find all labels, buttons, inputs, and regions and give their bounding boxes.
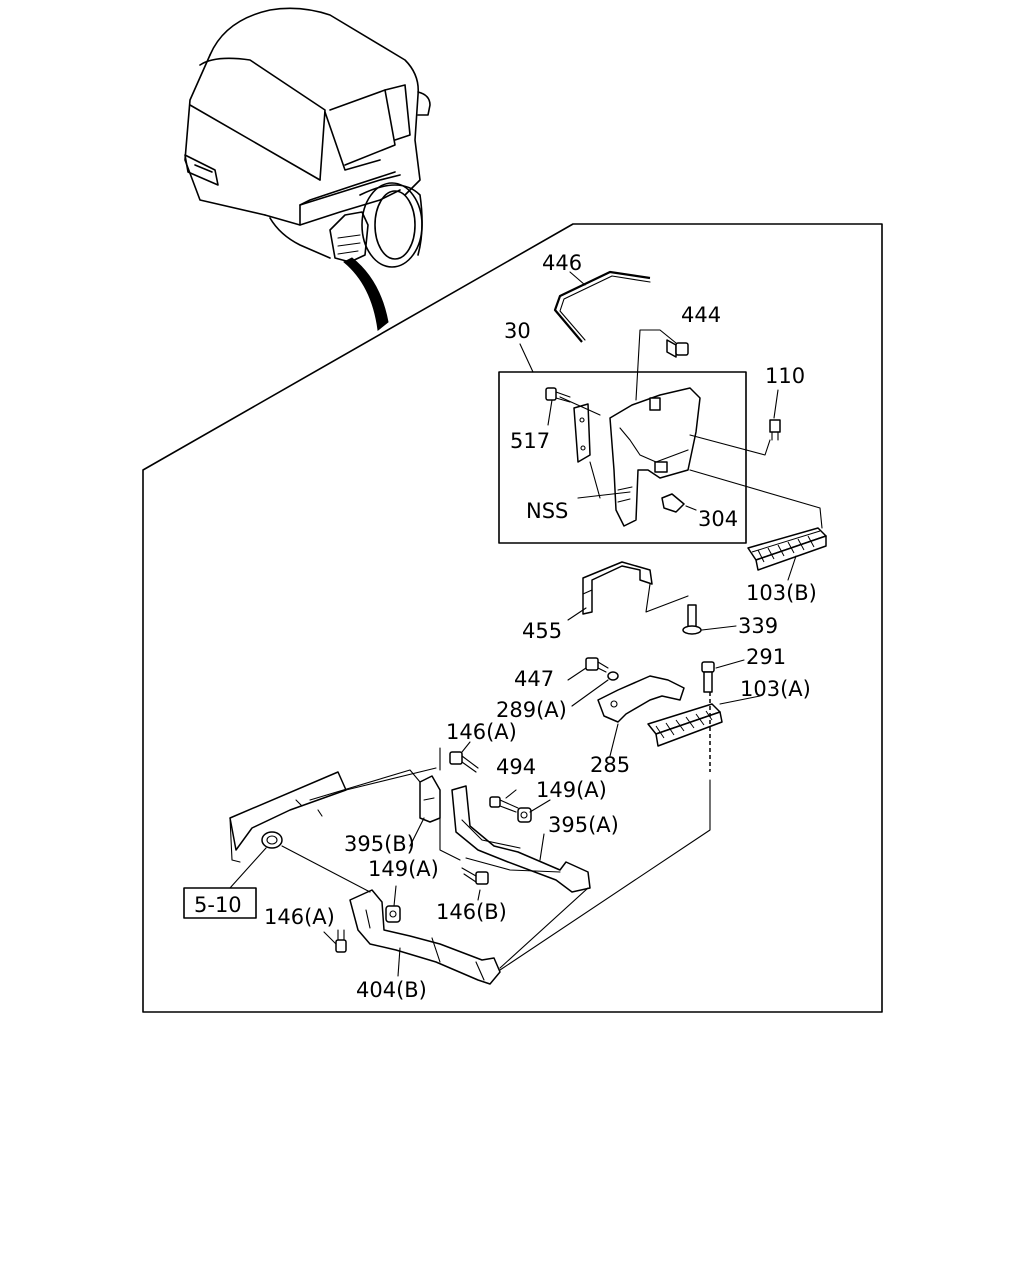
part-103a-step-plate xyxy=(647,703,723,747)
label-395b: 395(B) xyxy=(344,832,415,856)
label-30: 30 xyxy=(504,319,531,343)
label-447: 447 xyxy=(514,667,554,691)
truck-cab-illustration xyxy=(184,7,431,268)
label-146a-left: 146(A) xyxy=(264,905,335,929)
part-146b-bolt xyxy=(461,867,489,885)
part-289a-washer xyxy=(607,671,619,681)
chassis-frame xyxy=(229,771,347,863)
label-149a-left: 149(A) xyxy=(368,857,439,881)
part-146a-bolt-left xyxy=(335,929,347,953)
label-395a: 395(A) xyxy=(548,813,619,837)
part-291-bolt xyxy=(701,661,715,693)
label-304: 304 xyxy=(698,507,738,531)
label-110: 110 xyxy=(765,364,805,388)
label-103a: 103(A) xyxy=(740,677,811,701)
label-446: 446 xyxy=(542,251,582,275)
part-285-bracket xyxy=(597,675,685,723)
label-404b: 404(B) xyxy=(356,978,427,1002)
part-446-rod xyxy=(553,270,651,343)
label-103b: 103(B) xyxy=(746,581,817,605)
reference-box-5-10 xyxy=(183,887,257,919)
label-494: 494 xyxy=(496,755,536,779)
part-395b-bracket xyxy=(419,775,441,823)
detail-callout-arrow xyxy=(343,257,389,331)
part-444-bolt xyxy=(666,339,689,358)
part-103b-step-plate xyxy=(747,527,827,571)
part-494-bolt xyxy=(489,796,519,813)
label-289a: 289(A) xyxy=(496,698,567,722)
label-455: 455 xyxy=(522,619,562,643)
part-110-bolt xyxy=(769,419,781,441)
part-404b-step-hanger xyxy=(349,889,501,985)
detail-frame xyxy=(142,223,883,1013)
label-146b: 146(B) xyxy=(436,900,507,924)
leader-lines xyxy=(229,271,823,977)
step-bracket-nss xyxy=(573,387,701,527)
part-395a-step-hanger xyxy=(451,785,591,893)
label-146a-top: 146(A) xyxy=(446,720,517,744)
label-517: 517 xyxy=(510,429,550,453)
label-285: 285 xyxy=(590,753,630,777)
part-517-bolt xyxy=(545,387,571,403)
assembly-30-box xyxy=(498,371,747,544)
label-291: 291 xyxy=(746,645,786,669)
label-nss: NSS xyxy=(526,499,568,523)
part-149a-nut-right xyxy=(517,807,532,823)
part-455-bracket xyxy=(582,561,653,615)
label-5-10: 5-10 xyxy=(194,893,242,917)
part-304-clip xyxy=(661,493,685,513)
part-339-bolt xyxy=(682,604,702,635)
label-149a-right: 149(A) xyxy=(536,778,607,802)
part-labels: 446 444 30 110 517 NSS 304 103(B) 455 33… xyxy=(194,251,817,1002)
part-447-bolt xyxy=(585,657,609,673)
label-444: 444 xyxy=(681,303,721,327)
part-146a-bolt-top xyxy=(449,751,479,773)
part-149a-nut-left xyxy=(385,905,401,923)
label-339: 339 xyxy=(738,614,778,638)
